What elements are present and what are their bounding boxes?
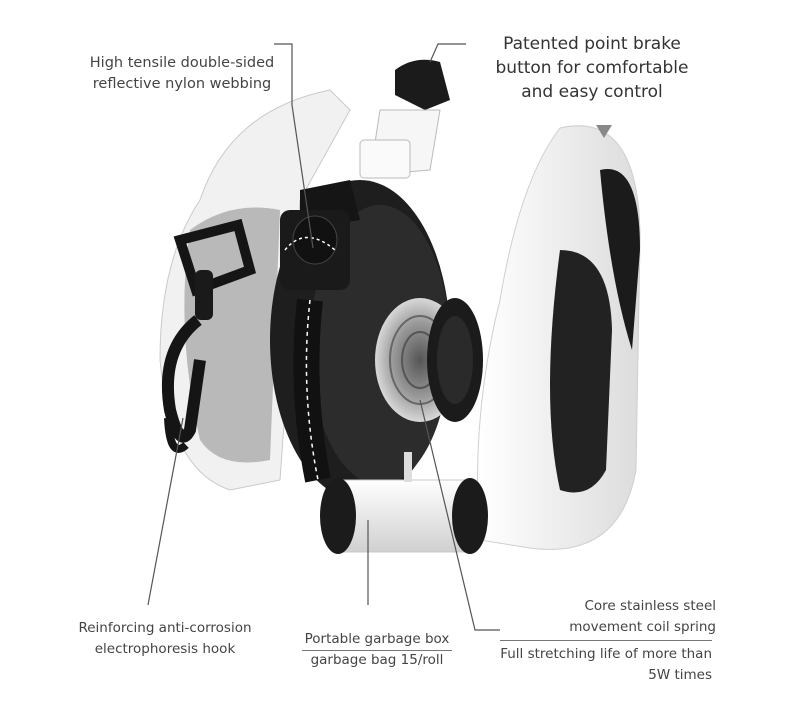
leader-lines — [147, 43, 500, 631]
life-label-line-1: Full stretching life of more than — [500, 646, 712, 662]
brake-label-line-3: and easy control — [521, 82, 663, 102]
brake-button — [359, 59, 450, 179]
right-shell — [477, 125, 641, 550]
webbing-label-line-1: High tensile double-sided — [89, 55, 275, 71]
webbing-label: High tensile double-sided reflective nyl… — [74, 53, 290, 95]
leader-webbing — [274, 43, 314, 249]
garbage-box-label: Portable garbage box garbage bag 15/roll — [290, 629, 464, 671]
brake-label-line-2: button for comfortable — [495, 58, 689, 78]
garbage-box-divider — [302, 650, 452, 651]
webbing-label-line-2: reflective nylon webbing — [92, 76, 272, 92]
hook-label: Reinforcing anti-corrosion electrophores… — [60, 618, 270, 660]
brake-label-line-1: Patented point brake — [503, 34, 681, 54]
spring-label: Core stainless steel movement coil sprin… — [520, 596, 716, 638]
hook — [161, 218, 257, 453]
leader-spring — [419, 399, 500, 631]
spring-label-line-2: movement coil spring — [569, 619, 716, 635]
hook-label-line-1: Reinforcing anti-corrosion — [78, 620, 252, 636]
spring-divider — [500, 640, 712, 641]
leader-brake — [429, 43, 466, 63]
life-label-line-2: 5W times — [648, 667, 712, 683]
coil-spring — [375, 298, 483, 422]
garbage-box-label-line-2: garbage bag 15/roll — [310, 652, 444, 668]
garbage-roll — [320, 452, 488, 554]
leader-hook — [147, 417, 184, 606]
life-label: Full stretching life of more than 5W tim… — [500, 644, 712, 686]
garbage-box-label-line-1: Portable garbage box — [304, 631, 450, 647]
hook-label-line-2: electrophoresis hook — [94, 641, 236, 657]
brake-label: Patented point brake button for comforta… — [482, 32, 702, 104]
spring-label-line-1: Core stainless steel — [584, 598, 716, 614]
